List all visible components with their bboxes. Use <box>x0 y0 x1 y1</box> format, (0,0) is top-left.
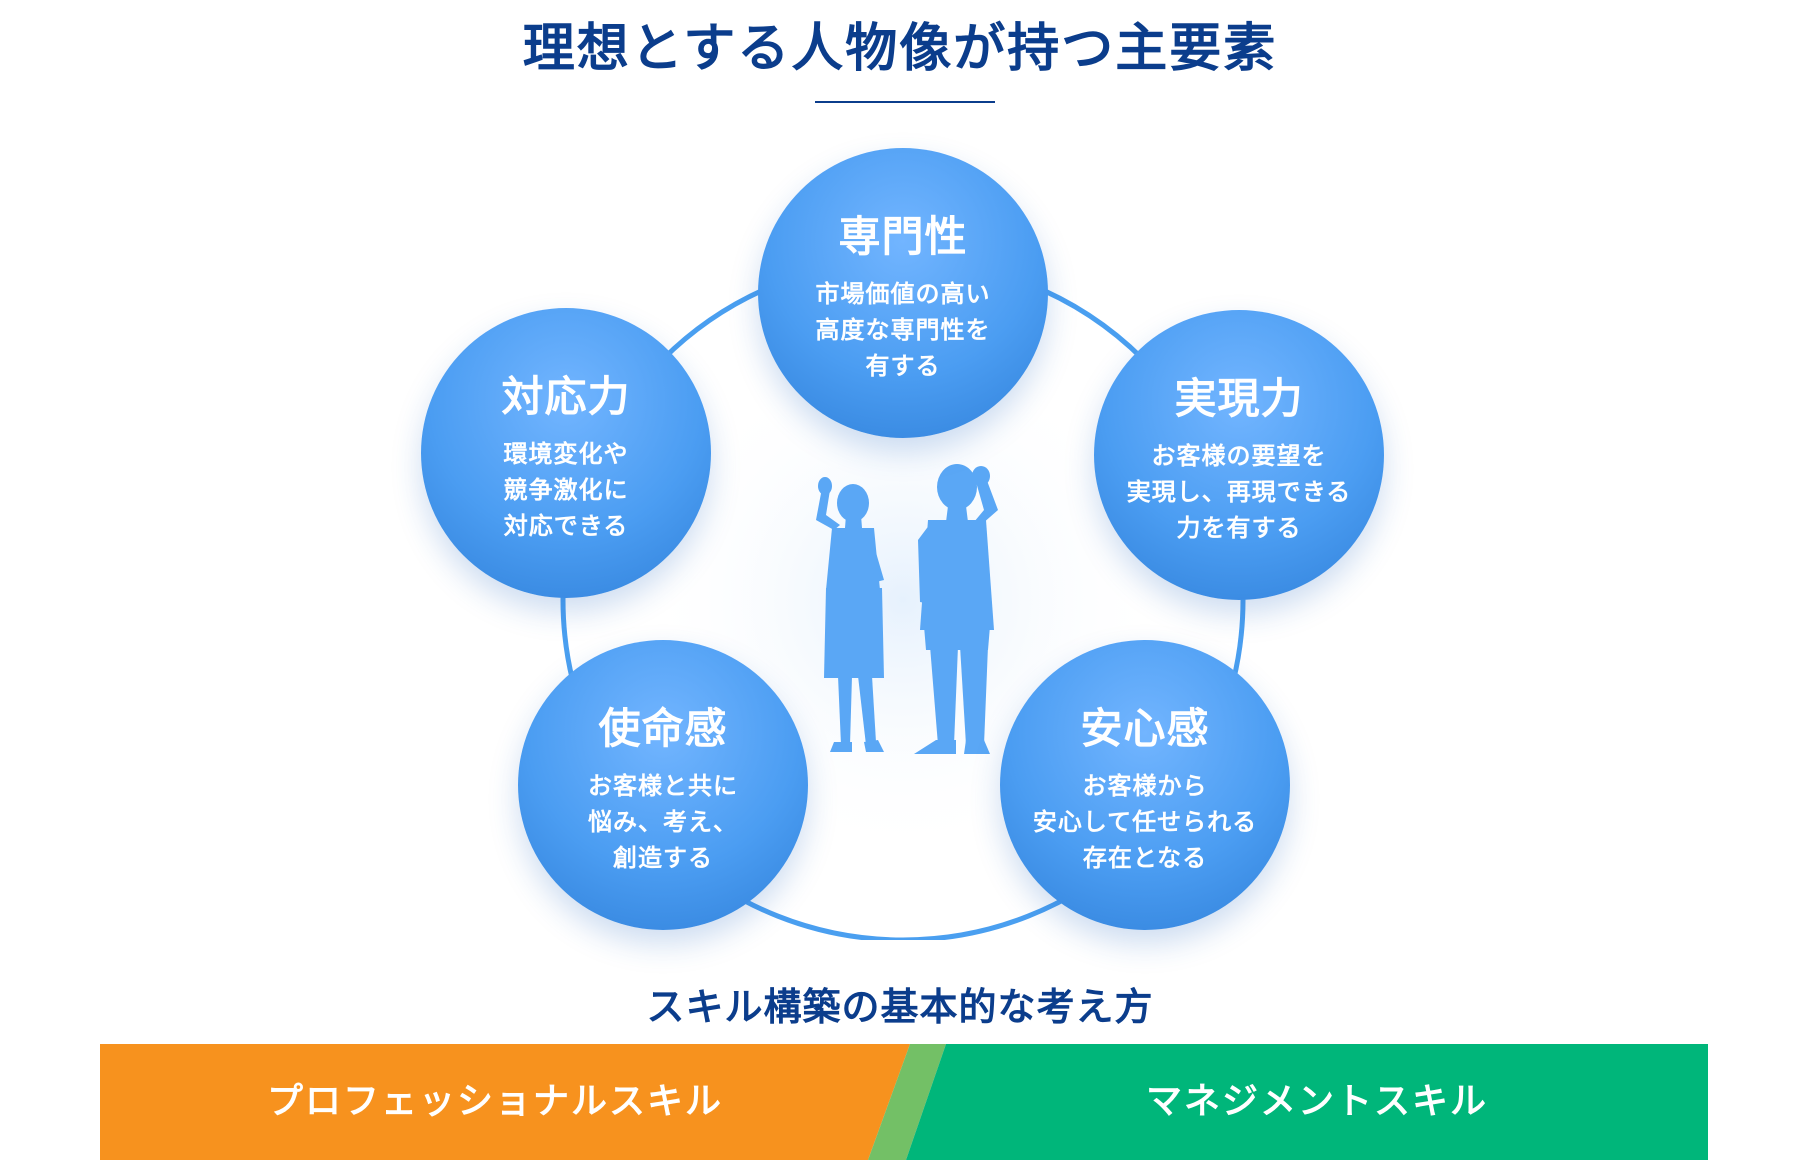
element-title: 専門性 <box>838 211 968 261</box>
element-description-line: 力を有する <box>1176 513 1302 542</box>
diagram-backdrop <box>560 257 1246 940</box>
element-description: 環境変化や 競争激化に 対応できる <box>504 436 629 544</box>
element-node-reassurance: 安心感 お客様から 安心して任せられる 存在となる <box>1000 640 1290 930</box>
element-node-expertise: 専門性 市場価値の高い 高度な専門性を 有する <box>758 148 1048 438</box>
element-description-line: 安心して任せられる <box>1032 807 1258 836</box>
element-title: 実現力 <box>1174 373 1304 423</box>
element-description-line: 市場価値の高い <box>815 279 991 308</box>
elements-diagram: 専門性 市場価値の高い 高度な専門性を 有する 実現力 お客様の要望を 実現し、… <box>421 148 1384 940</box>
management-band <box>906 1044 1708 1160</box>
professional-skill-label: プロフェッショナルスキル <box>266 1081 723 1122</box>
professional-band <box>100 1044 910 1160</box>
element-description-line: 実現し、再現できる <box>1126 477 1352 506</box>
element-node-adaptability: 対応力 環境変化や 競争激化に 対応できる <box>421 308 711 598</box>
management-skill-label: マネジメントスキル <box>1145 1081 1488 1122</box>
element-description-line: お客様から <box>1082 771 1208 800</box>
man-silhouette <box>914 464 998 754</box>
skill-bands: プロフェッショナルスキル マネジメントスキル <box>100 1044 1708 1160</box>
woman-silhouette <box>816 477 884 752</box>
title-underline <box>815 101 995 103</box>
element-description-line: お客様の要望を <box>1151 441 1327 470</box>
element-title: 対応力 <box>501 371 631 421</box>
element-description-line: 悩み、考え、 <box>588 807 738 836</box>
element-description-line: お客様と共に <box>588 771 738 800</box>
element-node-execution: 実現力 お客様の要望を 実現し、再現できる 力を有する <box>1094 310 1384 600</box>
element-description-line: 創造する <box>613 843 713 872</box>
band-divider <box>868 1044 946 1160</box>
element-description: お客様の要望を 実現し、再現できる 力を有する <box>1127 438 1352 546</box>
element-node-mission: 使命感 お客様と共に 悩み、考え、 創造する <box>518 640 808 930</box>
element-description-line: 環境変化や <box>503 439 629 468</box>
element-description-line: 高度な専門性を <box>815 315 991 344</box>
page-title: 理想とする人物像が持つ主要素 <box>522 19 1278 79</box>
element-description: お客様と共に 悩み、考え、 創造する <box>588 768 738 876</box>
element-description: お客様から 安心して任せられる 存在となる <box>1033 768 1257 876</box>
element-description-line: 競争激化に <box>503 475 629 504</box>
element-description: 市場価値の高い 高度な専門性を 有する <box>816 276 991 384</box>
element-title: 安心感 <box>1080 703 1210 753</box>
element-title: 使命感 <box>598 703 728 753</box>
element-description-line: 有する <box>865 351 941 380</box>
skill-bands-shapes <box>100 1044 1708 1160</box>
element-description-line: 対応できる <box>503 511 629 540</box>
section-subtitle: スキル構築の基本的な考え方 <box>646 985 1154 1029</box>
element-description-line: 存在となる <box>1082 843 1208 872</box>
